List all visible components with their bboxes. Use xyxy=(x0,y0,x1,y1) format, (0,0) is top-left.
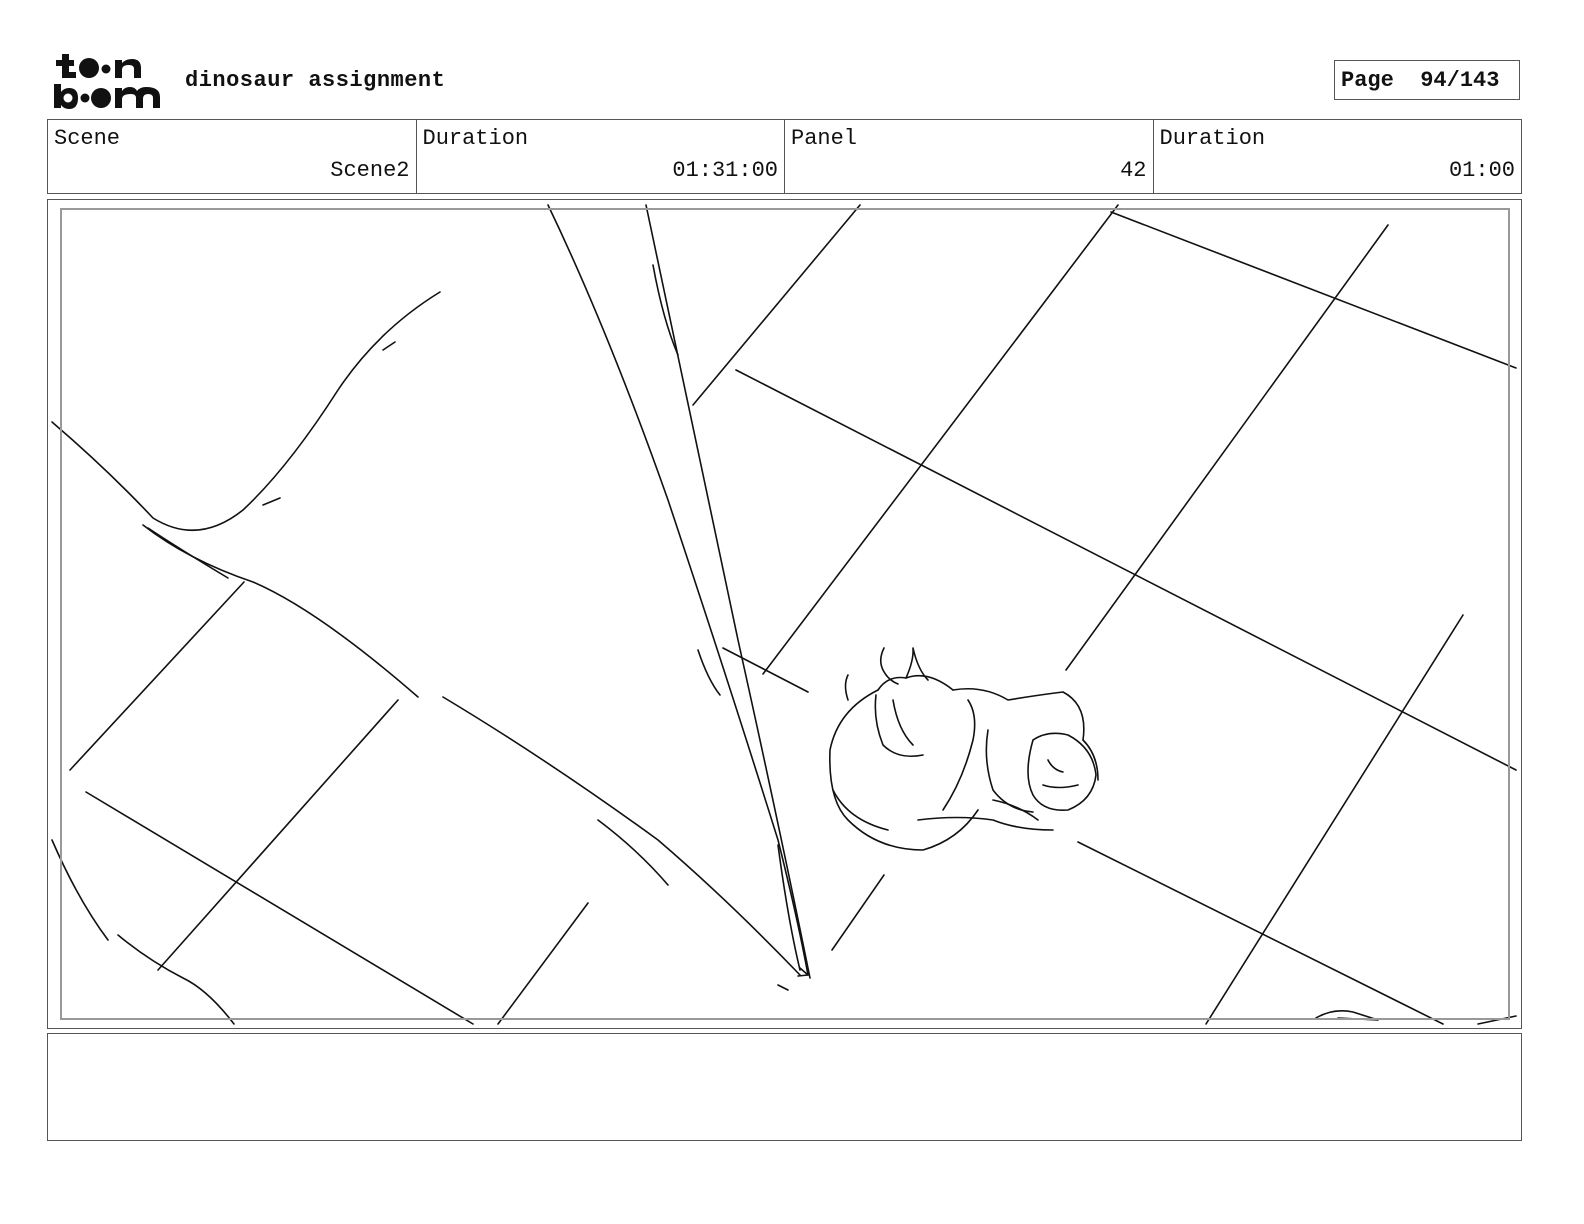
panel-duration-label: Duration xyxy=(1159,126,1266,151)
page-number: 94/143 xyxy=(1420,67,1500,93)
scene-info-row: Scene Scene2 Duration 01:31:00 Panel 42 … xyxy=(47,119,1522,194)
panel-duration-cell: Duration 01:00 xyxy=(1154,120,1522,193)
panel-notes-box[interactable] xyxy=(47,1033,1522,1141)
project-title: dinosaur assignment xyxy=(185,68,446,93)
page-indicator: Page 94/143 xyxy=(1334,60,1520,100)
scene-duration-cell: Duration 01:31:00 xyxy=(417,120,785,193)
page-label: Page xyxy=(1341,67,1394,93)
scene-duration-label: Duration xyxy=(422,126,529,151)
storyboard-panel xyxy=(47,199,1522,1029)
logo-text: toon boom xyxy=(52,52,53,53)
panel-value: 42 xyxy=(1120,158,1147,183)
toon-boom-logo: toon boom xyxy=(52,52,164,112)
storyboard-sketch xyxy=(51,204,1517,1025)
scene-cell: Scene Scene2 xyxy=(48,120,417,193)
scene-duration-value: 01:31:00 xyxy=(672,158,778,183)
panel-label: Panel xyxy=(791,126,858,151)
panel-duration-value: 01:00 xyxy=(1448,158,1515,183)
scene-label: Scene xyxy=(54,126,121,151)
panel-cell: Panel 42 xyxy=(785,120,1154,193)
scene-value: Scene2 xyxy=(330,158,410,183)
